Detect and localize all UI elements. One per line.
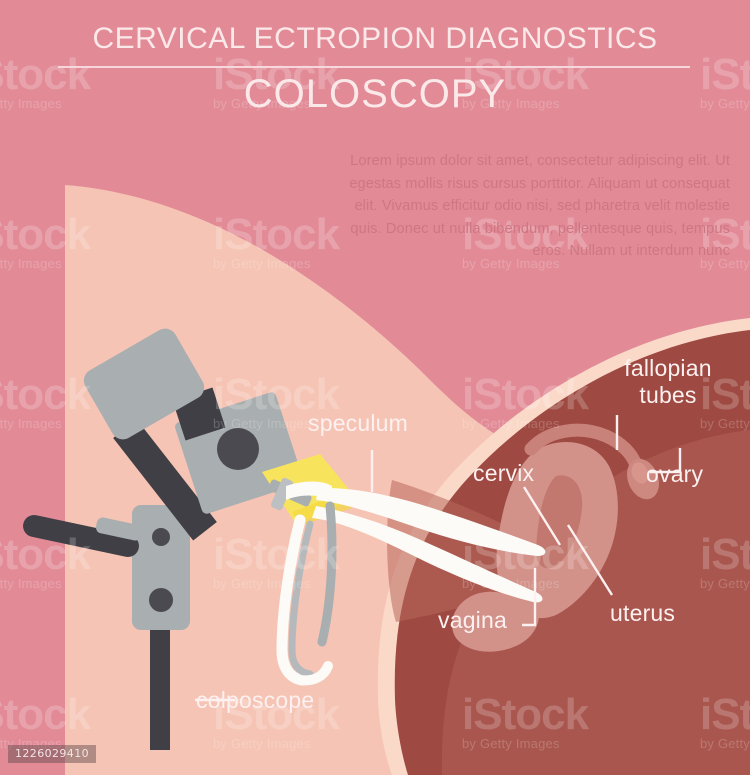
intro-paragraph: Lorem ipsum dolor sit amet, consectetur … <box>349 153 730 259</box>
colposcope-stand-pole <box>150 620 170 750</box>
colposcope-side-handle <box>23 515 139 557</box>
leader-vagina <box>522 568 537 627</box>
label-speculum: speculum <box>308 410 409 436</box>
speculum-hook-tip <box>295 661 333 686</box>
leader-ovary <box>650 448 682 474</box>
colposcope-lens <box>217 428 259 470</box>
asset-id-badge: 1226029410 <box>8 745 96 763</box>
title-divider <box>58 66 690 68</box>
ovary-highlight <box>631 462 649 484</box>
label-vagina: vagina <box>438 607 507 633</box>
fallopian-tube <box>524 423 643 472</box>
page-subtitle: COLOSCOPY <box>243 72 507 116</box>
label-cervix: cervix <box>473 460 535 486</box>
colposcope-eyepiece <box>83 328 205 440</box>
page-title: CERVICAL ECTROPION DIAGNOSTICS <box>92 22 658 55</box>
leader-uterus <box>566 524 614 596</box>
colposcope-arm <box>113 419 217 541</box>
colposcope-lower-block <box>132 505 190 630</box>
colposcope-lower-knob <box>149 588 173 612</box>
speculum-lower-blade <box>312 506 543 603</box>
speculum-bill <box>286 481 332 500</box>
speculum-upper-blade <box>316 487 546 556</box>
leader-cervix <box>522 486 562 546</box>
cervix-region <box>452 591 539 652</box>
speculum-lower-arm <box>276 514 308 686</box>
label-colposcope: colposcope <box>196 687 315 713</box>
organ-inner-highlight <box>441 430 750 775</box>
uterine-cavity <box>536 475 583 569</box>
label-ovary: ovary <box>646 461 704 487</box>
speculum-lower-arm-shadow <box>288 520 314 678</box>
colposcope-mid-knob <box>152 528 170 546</box>
label-uterus: uterus <box>610 600 676 626</box>
speculum-tension-rod <box>317 501 337 647</box>
label-fallopian-tubes: fallopian tubes <box>624 355 712 408</box>
colposcope-side-handle-collar <box>95 517 143 541</box>
